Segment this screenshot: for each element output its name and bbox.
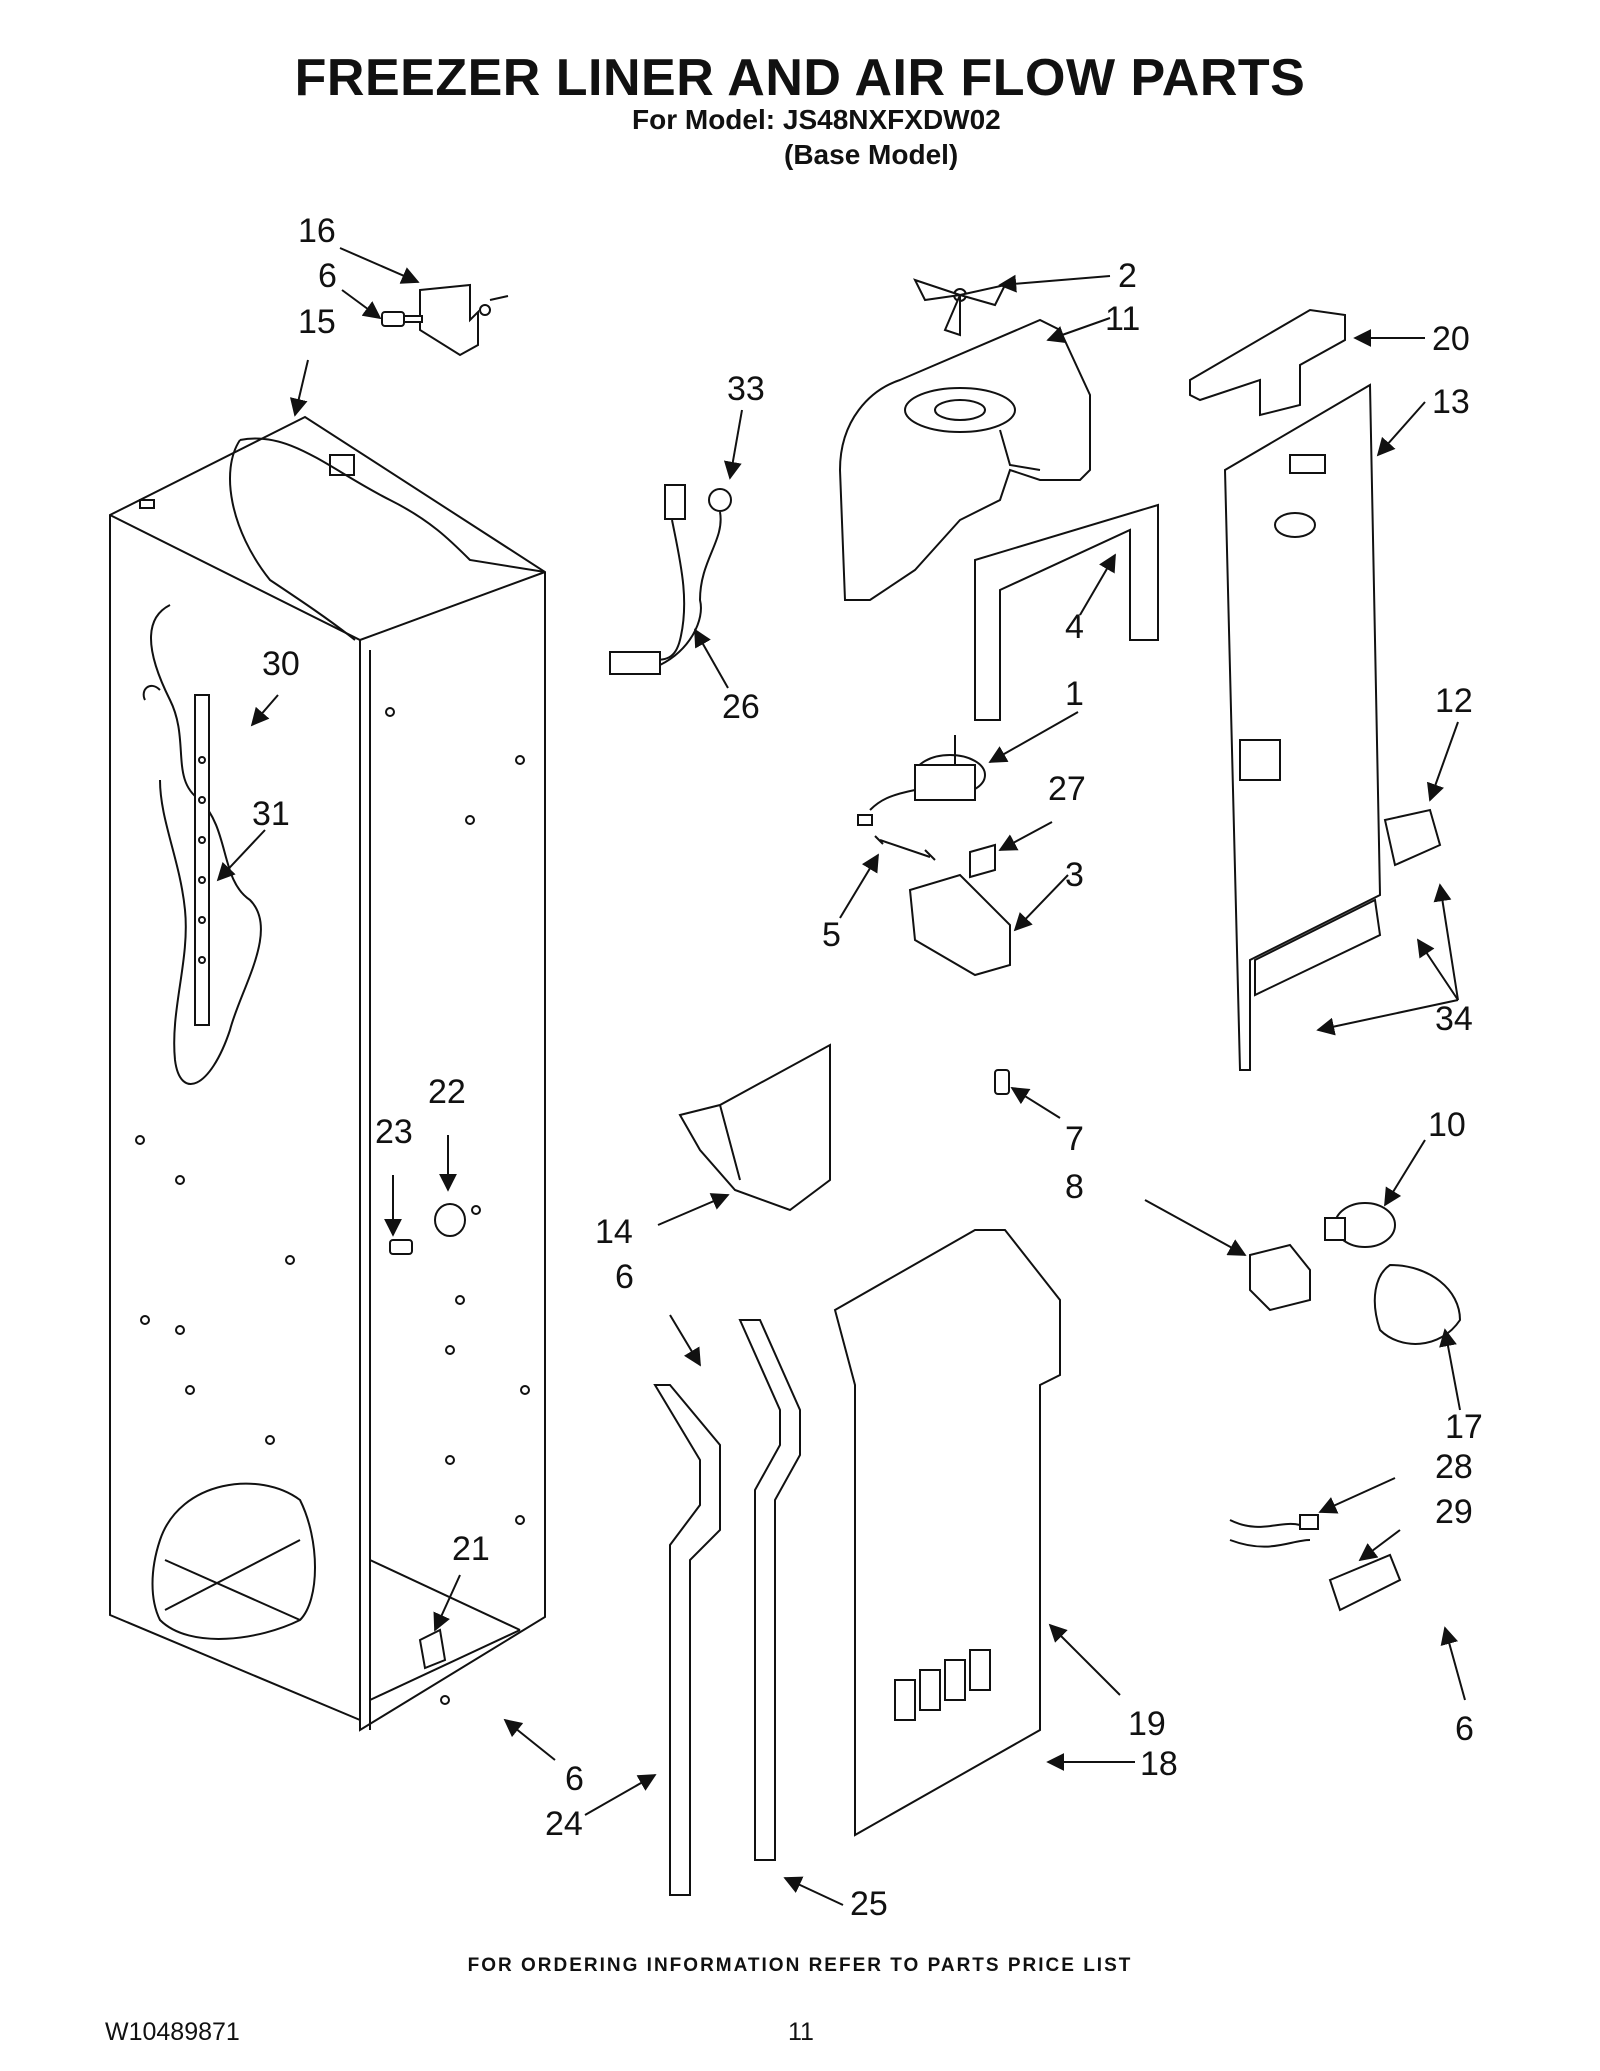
light-socket-part [1249,1243,1311,1312]
light-shield-part [1373,1263,1462,1345]
bracket-part [1383,808,1442,867]
gasket-part [738,1319,801,1861]
fan-blade-part [913,278,1007,337]
model-type: (Base Model) [784,139,959,170]
callout-label: 20 [1432,320,1470,358]
callout-label: 30 [262,645,300,683]
callout-label: 3 [1065,856,1084,894]
callout-label: 17 [1445,1408,1483,1446]
light-switch-part [1328,1553,1402,1612]
callout-label: 6 [615,1258,634,1296]
light-bulb-part [1324,1202,1396,1248]
callout-label: 19 [1128,1705,1166,1743]
callout-label: 4 [1065,608,1084,646]
callout-label: 6 [1455,1710,1474,1748]
callout-label: 13 [1432,383,1470,421]
page-title: FREEZER LINER AND AIR FLOW PARTS [294,49,1306,107]
clip-part [874,835,936,861]
callout-label: 6 [318,257,337,295]
model-line: For Model: JS48NXFXDW02 [632,104,1001,135]
callout-label: 10 [1428,1106,1466,1144]
callout-label: 26 [722,688,760,726]
callout-label: 2 [1118,257,1137,295]
callout-label: 29 [1435,1493,1473,1531]
callout-label: 31 [252,795,290,833]
callout-labels: 16 6 15 33 2 11 20 13 30 26 4 1 12 31 27… [252,212,1483,1923]
callout-label: 25 [850,1885,888,1923]
callout-label: 8 [1065,1168,1084,1206]
callout-label: 7 [1065,1120,1084,1158]
leader-lines [216,247,1466,1906]
harness-part [1229,1514,1319,1548]
screw-part [994,1069,1010,1095]
clip-part [418,1628,447,1670]
ordering-note: FOR ORDERING INFORMATION REFER TO PARTS … [467,1955,1133,1976]
fan-motor-part [857,735,986,826]
damper-part [434,1203,481,1237]
wire-harness-part [609,484,732,675]
callout-label: 28 [1435,1448,1473,1486]
callout-label: 21 [452,1530,490,1568]
pad-part [969,843,996,879]
screw-part [389,1239,413,1255]
page-number: 11 [788,2018,814,2046]
callout-label: 11 [1105,300,1140,338]
rear-panel-part [1223,383,1382,1071]
motor-bracket-part [908,873,1011,977]
callout-label: 14 [595,1213,633,1251]
callout-label: 16 [298,212,336,250]
air-duct-cover-part [1189,308,1346,417]
freezer-liner-part [109,415,546,1732]
callout-label: 12 [1435,682,1473,720]
callout-label: 33 [727,370,765,408]
air-duct-part [678,1043,831,1212]
callout-label: 6 [565,1760,584,1798]
gasket-part [974,503,1159,721]
callout-label: 24 [545,1805,583,1843]
callout-label: 34 [1435,1000,1473,1038]
screw-part [381,311,423,327]
callout-label: 18 [1140,1745,1178,1783]
document-number: W10489871 [105,2018,240,2046]
callout-label: 1 [1065,675,1084,713]
support-strip-part [653,1384,721,1896]
evaporator-cover-part [833,1229,1061,1837]
callout-label: 5 [822,916,841,954]
callout-label: 22 [428,1073,466,1111]
callout-label: 27 [1048,770,1086,808]
bracket-part [419,283,509,357]
callout-label: 23 [375,1113,413,1151]
callout-label: 15 [298,303,336,341]
fan-shroud-part [838,318,1091,601]
